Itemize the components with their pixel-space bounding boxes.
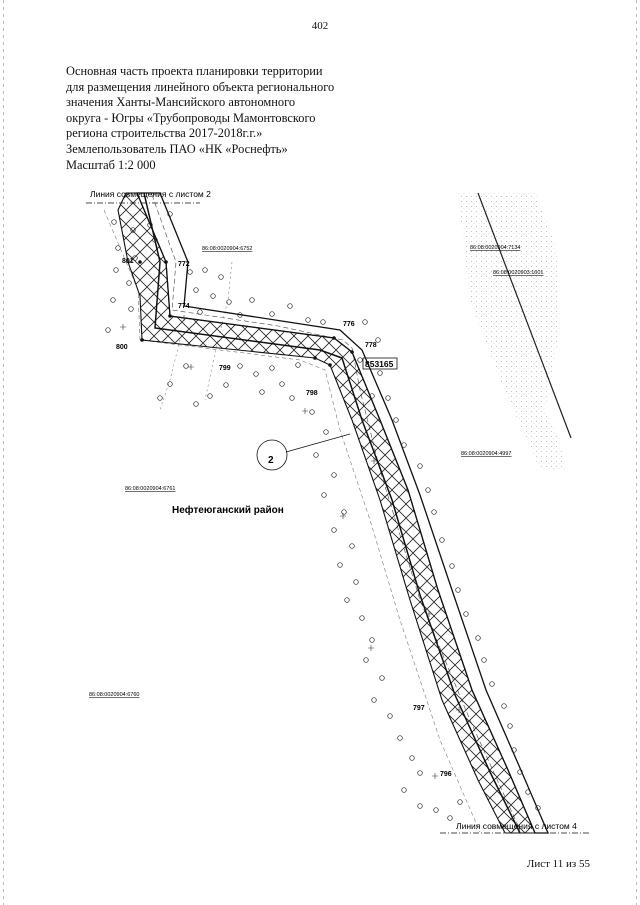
heading-line: Землепользователь ПАО «НК «Роснефть» <box>66 141 288 156</box>
road-line <box>477 192 572 439</box>
boundary-line <box>159 339 181 411</box>
document-heading: Основная часть проекта планировки террит… <box>66 64 396 173</box>
heading-line: округа - Югры «Трубопроводы Мамонтовског… <box>66 110 316 125</box>
dotted-area <box>458 193 565 470</box>
heading-line: Масштаб 1:2 000 <box>66 157 156 172</box>
page-number: 402 <box>311 20 329 32</box>
match-line-bottom-label: Линия совмещения с листом 4 <box>456 821 577 831</box>
highlight-box <box>362 357 398 370</box>
heading-line: для размещения линейного объекта региона… <box>66 79 335 94</box>
heading-line: значения Ханты-Мансийского автономного <box>66 95 296 110</box>
point-label: 801 <box>122 258 134 265</box>
tree-symbols <box>105 211 541 821</box>
point-label: 797 <box>413 705 425 712</box>
point-label: 776 <box>343 321 355 328</box>
point-label: 774 <box>178 303 190 310</box>
parcel-label: 86:08:0020904:4997 <box>461 451 511 457</box>
point-label: 772 <box>178 261 190 268</box>
boundary-line <box>204 261 233 401</box>
point-label: 778 <box>365 342 377 349</box>
highlight-label: 853165 <box>365 359 394 369</box>
parcel-label: 86:08:0020903:1601 <box>493 270 543 276</box>
scan-edge-left <box>3 0 4 905</box>
callout-number: 2 <box>268 455 274 466</box>
point-labels: 772 774 776 778 799 798 800 801 797 796 <box>116 258 452 778</box>
callout-leader <box>285 433 351 453</box>
district-label: Нефтеюганский район <box>172 504 284 516</box>
point-label: 796 <box>440 771 452 778</box>
scan-edge-right <box>636 0 637 905</box>
parcel-label: 86:08:0020904:6760 <box>89 692 139 698</box>
point-label: 800 <box>116 344 128 351</box>
point-label: 798 <box>306 390 318 397</box>
vertex-markers <box>138 260 354 367</box>
point-label: 799 <box>219 365 231 372</box>
parcel-label: 86:08:0020904:6752 <box>202 246 252 252</box>
sheet-number: Лист 11 из 55 <box>526 858 590 870</box>
pipeline-centerline <box>143 192 521 834</box>
match-line-top-label: Линия совмещения с листом 2 <box>90 189 211 199</box>
heading-line: Основная часть проекта планировки террит… <box>66 64 323 78</box>
heading-line: региона строительства 2017-2018г.г.» <box>66 126 263 141</box>
map-symbols <box>120 315 462 779</box>
parcel-label: 86:08:0020904:7134 <box>470 245 520 251</box>
callout-circle <box>256 439 288 471</box>
parcel-label: 86:08:0020904:6761 <box>125 486 175 492</box>
